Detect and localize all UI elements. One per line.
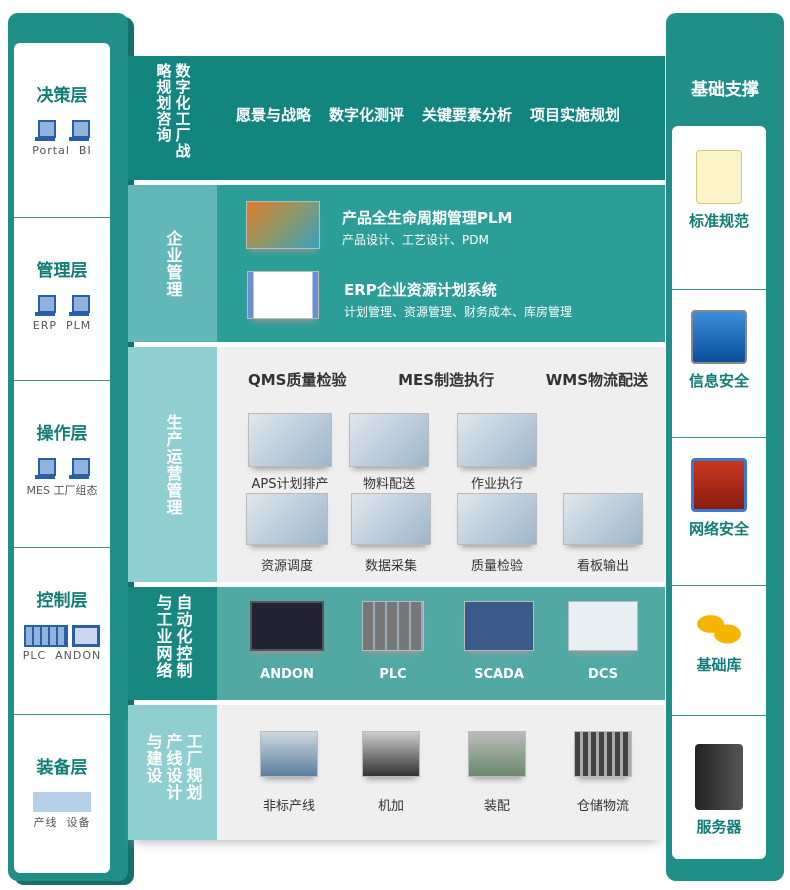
layer-title: 决策层 [36, 86, 88, 106]
layer-item: 产线 [33, 816, 58, 829]
production-row: 生产运营管理 QMS质量检验 MES制造执行 WMS物流配送 APS计划排产 物料配… [128, 347, 665, 582]
layer-management: 管理层 ERP PLM [14, 218, 110, 381]
strategy-row: 数字化工厂战略规划咨询 愿景与战略数字化测评关键要素分析项目实施规划 [128, 56, 665, 180]
firewall-icon [691, 458, 747, 512]
module-label: 作业执行 [470, 477, 523, 492]
operation-screenshot [457, 413, 537, 467]
quality-screenshot [457, 493, 537, 545]
production-header: MES制造执行 [398, 371, 495, 389]
support-title: 基础支撑 [691, 80, 759, 100]
layer-item: Portal [32, 144, 70, 157]
production-header: QMS质量检验 [248, 371, 347, 389]
factory-label: 仓储物流 [576, 799, 629, 814]
document-stack-icon [696, 150, 742, 204]
layer-item: BI [78, 144, 92, 157]
layer-decision: 决策层 Portal BI [14, 43, 110, 218]
layer-equipment: 装备层产线 设备 [14, 715, 110, 855]
support-item: 标准规范 [688, 212, 749, 230]
automation-row: 自动化控制与工业网络 ANDON PLC SCADA DCS [128, 587, 665, 700]
automation-label: DCS [588, 667, 618, 682]
scada-image [464, 601, 534, 651]
automation-label: PLC [379, 667, 407, 682]
enterprise-row: 企业管理 产品全生命周期管理PLM 产品设计、工艺设计、PDM ERP企业资源计划… [128, 185, 665, 342]
dcs-image [568, 601, 638, 651]
layer-title: 控制层 [36, 591, 88, 611]
assembly-image [468, 731, 526, 777]
support-item: 网络安全 [688, 520, 749, 538]
module-label: 资源调度 [260, 559, 313, 574]
resource-screenshot [246, 493, 328, 545]
machining-image [362, 731, 420, 777]
andon-screen-icon [72, 625, 100, 647]
layer-item: PLC [22, 649, 47, 662]
plc-image [362, 601, 424, 651]
plm-screenshot [246, 201, 320, 249]
row-label: 自动化控制与工业网络 [153, 593, 193, 679]
layer-item: PLM [65, 319, 92, 332]
layer-item: ERP [32, 319, 57, 332]
computer-icon [35, 458, 56, 480]
right-support-panel: 基础支撑 标准规范 信息安全 网络安全 基础库 服务器 [666, 13, 784, 881]
warehouse-image [574, 731, 632, 777]
module-label: APS计划排产 [251, 477, 329, 492]
layer-title: 操作层 [36, 424, 88, 444]
production-header: WMS物流配送 [545, 371, 648, 389]
computer-icon [69, 458, 90, 480]
server-icon [695, 744, 743, 810]
strategy-item: 关键要素分析 [422, 106, 513, 124]
erp-screenshot [247, 271, 319, 319]
support-item: 服务器 [696, 818, 742, 836]
production-line-icon [33, 792, 91, 812]
aps-screenshot [248, 413, 332, 467]
system-title: ERP企业资源计划系统 [344, 281, 497, 299]
factory-label: 机加 [377, 799, 404, 814]
factory-row: 工厂规划产线设计与建设 非标产线 机加 装配 仓储物流 [128, 705, 665, 840]
computer-icon [69, 120, 90, 142]
support-item: 基础库 [696, 656, 742, 674]
data-collection-screenshot [351, 493, 431, 545]
strategy-item: 数字化测评 [329, 106, 405, 124]
layer-control: 控制层 PLC ANDON [14, 548, 110, 715]
layer-operation: 操作层 MES 工厂组态 [14, 381, 110, 548]
module-label: 质量检验 [470, 559, 523, 574]
plc-icon [24, 625, 68, 647]
system-title: 产品全生命周期管理PLM [342, 209, 513, 227]
system-desc: 产品设计、工艺设计、PDM [342, 233, 489, 247]
material-screenshot [349, 413, 429, 467]
layer-item: 设备 [66, 816, 91, 829]
module-label: 数据采集 [364, 559, 417, 574]
computer-icon [69, 295, 90, 317]
factory-label: 装配 [483, 799, 510, 814]
row-label: 企业管理 [163, 229, 183, 298]
factory-label: 非标产线 [262, 799, 315, 814]
support-item: 信息安全 [688, 372, 749, 390]
strategy-items: 愿景与战略数字化测评关键要素分析项目实施规划 [236, 104, 620, 125]
computer-icon [35, 120, 56, 142]
row-label: 生产运营管理 [163, 413, 183, 516]
layer-item: ANDON [55, 649, 102, 662]
computer-icon [35, 295, 56, 317]
strategy-item: 愿景与战略 [236, 106, 312, 124]
production-line-image [260, 731, 318, 777]
layer-title: 管理层 [36, 261, 88, 281]
andon-monitor-image [250, 601, 324, 651]
automation-label: ANDON [260, 667, 314, 682]
module-label: 物料配送 [362, 477, 415, 492]
database-icon [691, 608, 747, 648]
row-label: 数字化工厂战略规划咨询 [154, 63, 192, 159]
system-desc: 计划管理、资源管理、财务成本、库房管理 [344, 305, 573, 319]
kanban-screenshot [563, 493, 643, 545]
left-layer-panel: 决策层 Portal BI 管理层 ERP PLM 操作层 MES 工厂组态 控制层 P… [8, 13, 128, 881]
layer-title: 装备层 [36, 758, 88, 778]
automation-label: SCADA [474, 667, 524, 682]
layer-item: MES [26, 484, 50, 497]
locked-monitor-icon [691, 310, 747, 364]
module-label: 看板输出 [576, 559, 629, 574]
row-label: 工厂规划产线设计与建设 [143, 732, 203, 801]
layer-item: 工厂组态 [53, 484, 98, 497]
strategy-item: 项目实施规划 [530, 106, 621, 124]
